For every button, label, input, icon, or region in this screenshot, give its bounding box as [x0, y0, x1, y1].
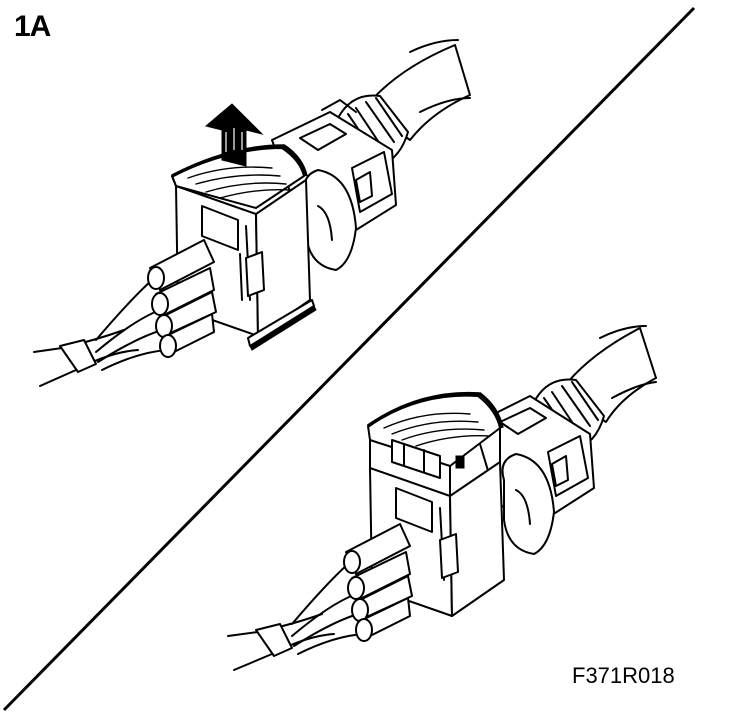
- connector-housing: [171, 144, 317, 351]
- mating-connector: [473, 395, 595, 555]
- up-arrow-icon: [204, 103, 264, 167]
- panel-label: 1A: [14, 10, 51, 43]
- wire-bundle: [33, 239, 217, 387]
- wire-bundle: [227, 523, 413, 671]
- connector-unlocking: [33, 39, 471, 387]
- diagonal-divider: [2, 6, 696, 712]
- connector-locked: [227, 325, 657, 671]
- figure-code: F371R018: [572, 663, 675, 688]
